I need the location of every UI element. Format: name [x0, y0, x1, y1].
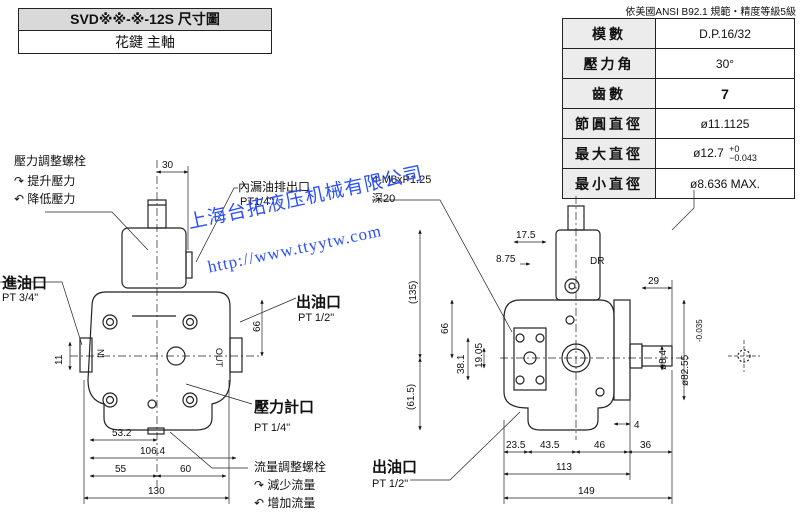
- inlet-port-size: PT 3/4": [2, 292, 39, 304]
- lower-pressure-row: ↶ 降低壓力: [14, 190, 75, 207]
- dim-38-1: 38.1: [456, 354, 467, 374]
- spec-row: 壓力角 30°: [562, 48, 795, 79]
- reduce-flow-label: 減少流量: [267, 478, 316, 492]
- ccw-arrow-icon: ↶: [254, 496, 265, 510]
- increase-flow-row: ↶ 增加流量: [254, 494, 315, 511]
- spec-row: 模數 D.P.16/32: [562, 18, 795, 49]
- pump-body-front: [87, 291, 231, 431]
- dim-82-55: ø82.55: [680, 354, 691, 386]
- spec-row: 最大直徑 ø12.7 +0 −0.043: [562, 138, 795, 169]
- front-dimension-lines: [0, 166, 297, 504]
- dim-43-5: 43.5: [540, 440, 560, 451]
- bolt-spec-label: 4-M8xP1.25: [372, 174, 432, 186]
- dr-mark: DR: [590, 256, 604, 267]
- spline-spec-table: 模數 D.P.16/32 壓力角 30° 齒數 7 節圓直徑 ø11.1125 …: [562, 18, 795, 199]
- pressure-screw-label: 壓力調整螺栓: [14, 154, 87, 168]
- drain-port-label: 內漏油排出口: [238, 180, 311, 194]
- dim-135: (135): [408, 281, 419, 304]
- spec-key: 模數: [562, 18, 656, 49]
- mount-flange: [613, 299, 631, 401]
- pump-body-side: [503, 299, 615, 431]
- outlet-port-size: PT 1/2": [298, 312, 335, 324]
- outlet-port-side-size: PT 1/2": [372, 478, 409, 490]
- spec-value: ø12.7 +0 −0.043: [655, 138, 795, 169]
- dim-46: 46: [594, 440, 606, 451]
- dim-66-front: 66: [252, 320, 263, 332]
- spec-key: 最大直徑: [562, 138, 656, 169]
- spec-tol-lower: −0.043: [729, 152, 757, 163]
- spec-row: 節圓直徑 ø11.1125: [562, 108, 795, 139]
- in-mark: IN: [96, 349, 106, 358]
- cw-arrow-icon: ↷: [14, 174, 25, 188]
- spline-shaft: [641, 345, 673, 367]
- gauge-port-label: 壓力計口: [254, 399, 315, 416]
- title-box: SVD※※-※-12S 尺寸圖 花鍵 主軸: [18, 8, 272, 54]
- outlet-port-side-label: 出油口: [372, 459, 418, 476]
- flow-screw-label: 流量調整螺栓: [254, 460, 327, 474]
- gauge-port-size: PT 1/4": [254, 422, 291, 434]
- lower-pressure-label: 降低壓力: [27, 192, 76, 206]
- dim-36: 36: [640, 440, 652, 451]
- dim-106-4: 106.4: [140, 446, 165, 457]
- front-view: [70, 160, 260, 490]
- dim-23-5: 23.5: [506, 440, 526, 451]
- dim-8-4: ø8.4: [658, 350, 669, 370]
- compensator-block: [121, 227, 187, 289]
- outlet-port-label: 出油口: [296, 294, 342, 311]
- dim-130: 130: [148, 486, 165, 497]
- dim-19-05: 19.05: [474, 343, 485, 368]
- reduce-flow-row: ↷ 減少流量: [254, 476, 315, 493]
- spec-key: 最小直徑: [562, 168, 656, 199]
- spec-row: 最小直徑 ø8.636 MAX.: [562, 168, 795, 199]
- dim-11: 11: [54, 354, 65, 365]
- port-flange: [513, 327, 547, 391]
- cw-arrow-icon: ↷: [254, 478, 265, 492]
- spec-value-main: ø12.7: [693, 145, 724, 160]
- dim-82-55-tol: -0.035: [695, 319, 704, 342]
- dim-61-5: (61.5): [406, 384, 417, 410]
- spec-key: 壓力角: [562, 48, 656, 79]
- spec-value: D.P.16/32: [655, 18, 795, 49]
- drawing-title: SVD※※-※-12S 尺寸圖: [19, 9, 271, 31]
- dim-4: 4: [634, 420, 640, 431]
- spec-value: ø8.636 MAX.: [655, 168, 795, 199]
- side-view: [500, 196, 760, 440]
- spec-key: 節圓直徑: [562, 108, 656, 139]
- dim-8-75: 8.75: [496, 254, 516, 265]
- spec-tol-upper: +0: [729, 143, 740, 154]
- increase-flow-label: 增加流量: [267, 496, 316, 510]
- dim-53-2: 53.2: [112, 428, 132, 439]
- spec-caption: 依美國ANSI B92.1 規範・精度等級5級: [625, 7, 796, 18]
- dim-17-5: 17.5: [516, 230, 536, 241]
- dim-149: 149: [578, 486, 595, 497]
- raise-pressure-row: ↷ 提升壓力: [14, 172, 75, 189]
- side-dimension-lines: [372, 190, 695, 504]
- dim-60: 60: [180, 464, 192, 475]
- dim-113: 113: [556, 462, 572, 473]
- spec-value: 30°: [655, 48, 795, 79]
- inlet-port-label: 進油口: [2, 275, 48, 292]
- dim-30: 30: [162, 160, 174, 171]
- bolt-depth-label: 深20: [372, 193, 396, 205]
- raise-pressure-label: 提升壓力: [27, 174, 76, 188]
- ccw-arrow-icon: ↶: [14, 192, 25, 206]
- drawing-subtitle: 花鍵 主軸: [115, 34, 175, 50]
- drain-port-size: PT1/4": [240, 196, 274, 208]
- dim-66-side: 66: [440, 322, 451, 334]
- out-mark: OUT: [214, 348, 224, 368]
- dim-55: 55: [115, 464, 127, 475]
- dim-29: 29: [648, 276, 660, 287]
